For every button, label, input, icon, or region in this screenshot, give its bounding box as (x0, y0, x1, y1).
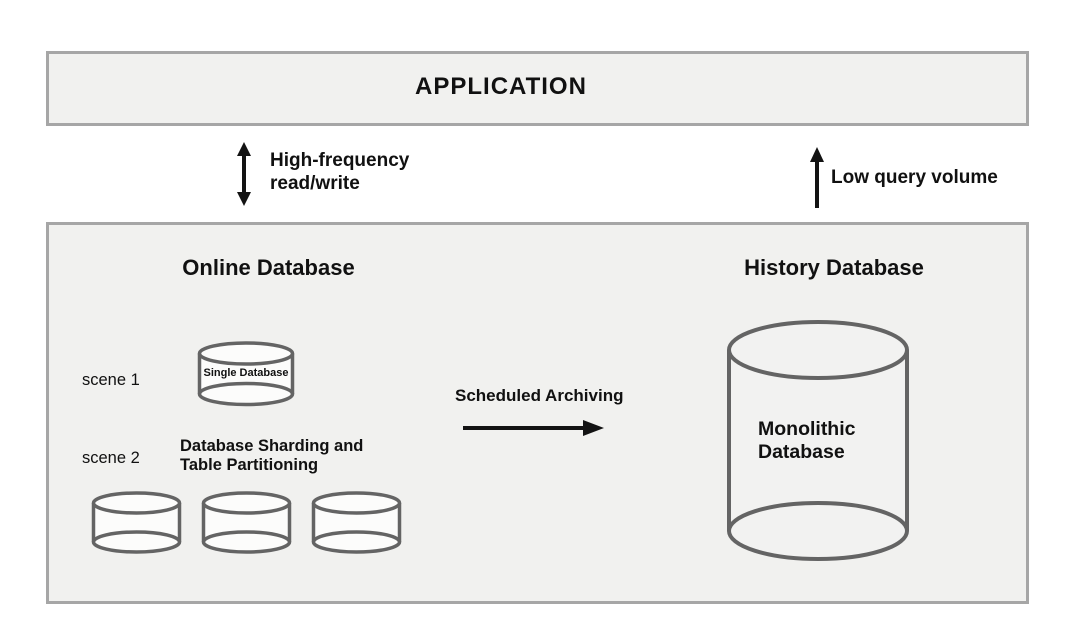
monolithic-database-cylinder-icon: Monolithic Database (726, 318, 910, 564)
scene2-label: scene 2 (82, 449, 140, 467)
online-database-title: Online Database (182, 255, 355, 280)
shard-database-cylinder-icon (90, 490, 183, 555)
application-title: APPLICATION (415, 73, 587, 100)
application-box (46, 51, 1029, 126)
right-arrow-icon (463, 420, 604, 436)
history-database-title: History Database (744, 255, 924, 280)
scene1-label: scene 1 (82, 371, 140, 389)
shard-database-cylinder-icon (310, 490, 403, 555)
shard-database-cylinder-icon (200, 490, 293, 555)
high-frequency-label: High-frequency read/write (270, 149, 409, 195)
double-headed-vertical-arrow-icon (237, 142, 251, 206)
low-query-volume-label: Low query volume (831, 167, 998, 188)
monolithic-database-label: Monolithic Database (758, 418, 856, 463)
single-database-cylinder-icon: Single Database (196, 340, 296, 408)
high-frequency-line2: read/write (270, 173, 360, 194)
single-database-label: Single Database (203, 367, 289, 379)
up-arrow-icon (810, 147, 824, 208)
scheduled-archiving-label: Scheduled Archiving (455, 386, 624, 405)
high-frequency-line1: High-frequency (270, 150, 410, 171)
sharding-caption: Database Sharding and Table Partitioning (180, 437, 364, 474)
